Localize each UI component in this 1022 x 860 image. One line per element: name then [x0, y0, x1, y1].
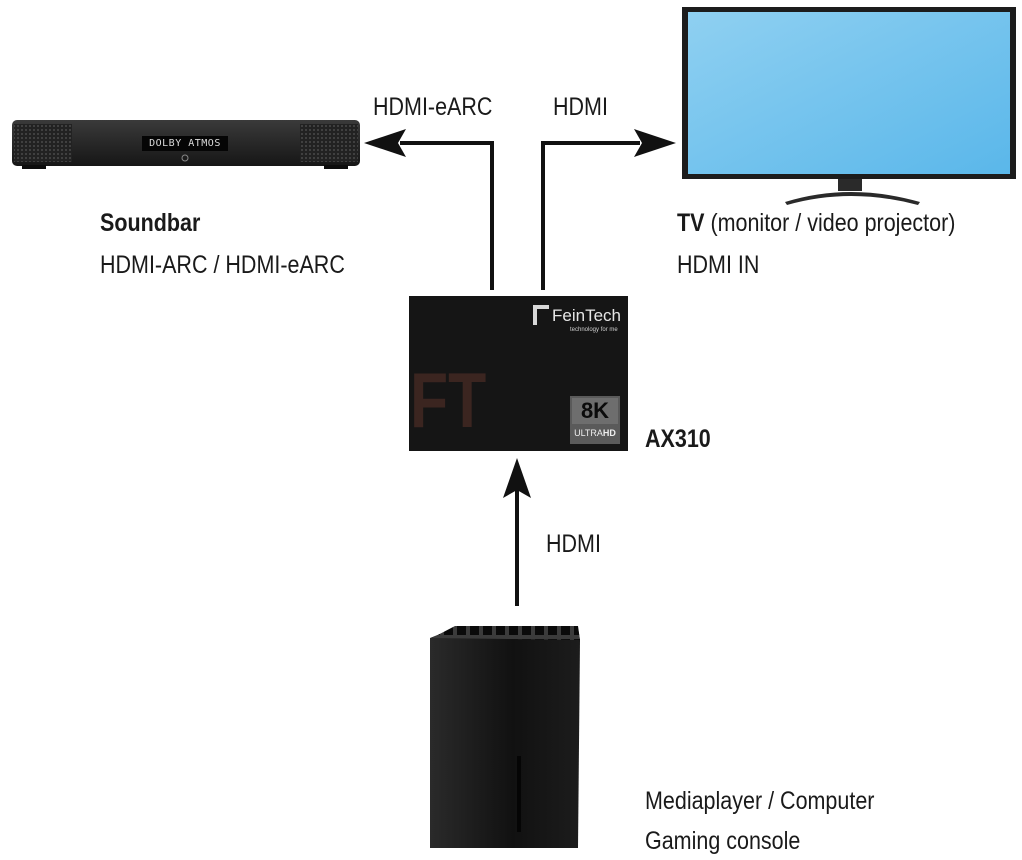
label-hdmi-earc: HDMI-eARC: [373, 93, 493, 121]
converter-model: AX310: [645, 425, 711, 453]
soundbar-title: Soundbar: [100, 209, 201, 237]
tv-title: TV: [677, 209, 705, 237]
tv-title-line: TV (monitor / video projector): [677, 208, 955, 238]
converter-brand: FeinTech: [552, 306, 621, 325]
arrowhead-soundbar: [364, 129, 406, 157]
badge-ultra: ULTRA: [574, 428, 603, 438]
badge-hd: HD: [602, 428, 616, 438]
arrow-to-soundbar: [400, 141, 494, 290]
source-line1: Mediaplayer / Computer: [645, 787, 875, 815]
soundbar-subtitle: HDMI-ARC / HDMI-eARC: [100, 251, 345, 279]
badge-ultrahd: ULTRAHD: [572, 427, 618, 439]
tv-title-rest: (monitor / video projector): [704, 209, 956, 237]
gaming-console-device: [430, 626, 580, 848]
tv-device: [682, 7, 1016, 205]
converter-device: [409, 296, 628, 451]
label-hdmi-tv: HDMI: [553, 93, 608, 121]
soundbar-display: DOLBY ATMOS: [149, 138, 221, 149]
label-hdmi-source: HDMI: [546, 530, 601, 558]
badge-8k: 8K: [580, 398, 610, 423]
arrowhead-converter: [503, 458, 531, 498]
arrow-to-tv: [541, 141, 640, 290]
feintech-logo-icon: [533, 305, 549, 325]
soundbar-device: [12, 120, 360, 169]
converter-tagline: technology for me: [570, 327, 618, 333]
converter-watermark: FT: [410, 356, 487, 444]
source-line2: Gaming console: [645, 827, 801, 855]
arrowhead-tv: [634, 129, 676, 157]
tv-subtitle: HDMI IN: [677, 251, 760, 279]
